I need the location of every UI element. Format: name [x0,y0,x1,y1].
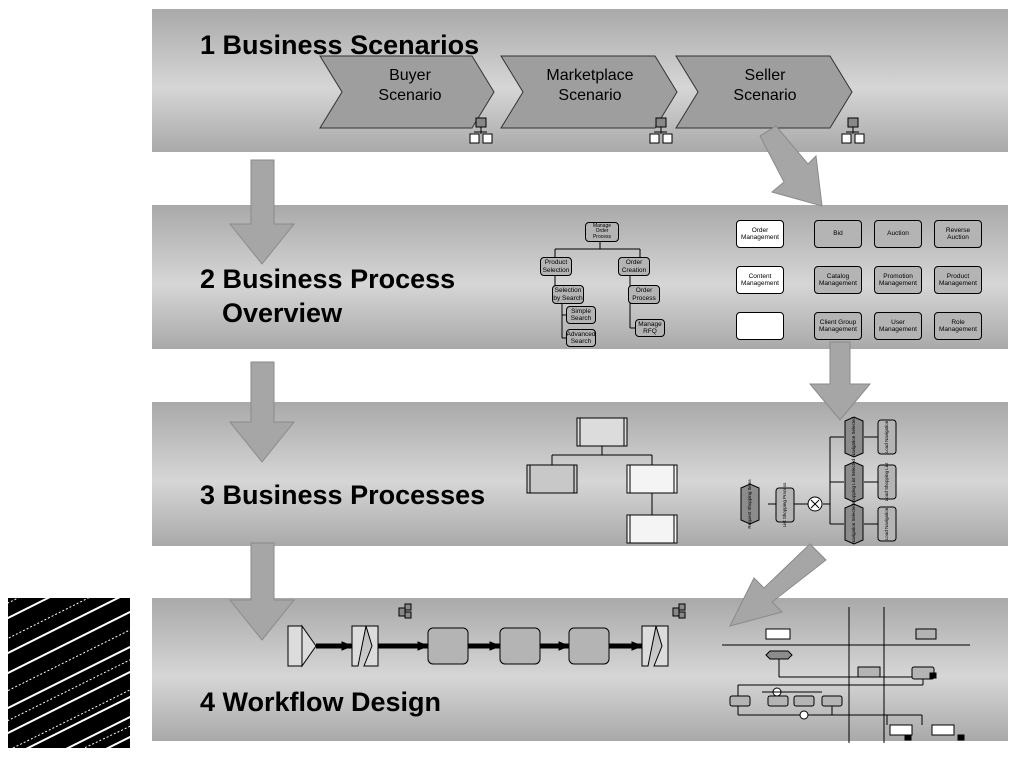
grid-reverse-auction: Reverse Auction [934,220,982,248]
tree-node-manage-rfq: Manage RFQ [635,319,665,337]
grid-content-management: Content Management [736,266,784,294]
svg-text:Navigation Selected: Navigation Selected [851,416,856,457]
grid-auction: Auction [874,220,922,248]
tree-node-advanced-search: Advanced Search [566,329,596,347]
svg-text:Load Navigation: Load Navigation [884,420,889,453]
band-3-title: 3 Business Processes [200,480,486,510]
hierarchy-icon [469,117,493,144]
epc-event-start-label: Request Shopping Items [747,479,752,529]
arrow-processes-to-workflow [729,543,827,627]
band-4-title: 4 Workflow Design [200,687,442,717]
tree-node-order-creation: Order Creation [618,257,650,276]
workflow-chain [287,603,686,668]
grid-order-management: Order Management [736,220,784,248]
epc-diagram: Request Shopping Items List Shopping Pro… [740,416,897,545]
hierarchy-icons [469,117,865,144]
down-arrow-1 [228,159,296,265]
scenario-chevrons [319,55,853,129]
tree-node-simple-search: Simple Search [566,306,596,324]
marketplace-chevron [500,55,678,129]
tree-node-selection-by-search: Selection by Search [552,285,584,304]
texture-thumbnail-image [8,598,130,748]
epc-event-start [740,483,760,525]
hierarchy-icon [649,117,673,144]
band-2-title: 2 Business Process Overview [200,264,456,328]
grid-user-management: User Management [874,312,922,340]
epc-function-main [775,487,795,523]
process-hierarchy-diagram [526,417,678,544]
left-flow-arrows [228,159,296,641]
seller-chevron [675,55,853,129]
svg-text:Navigation Selected: Navigation Selected [851,503,856,544]
svg-text:Shopping List Selected: Shopping List Selected [851,458,856,505]
down-arrow-3 [228,542,296,641]
grid-product-management: Product Management [934,266,982,294]
svg-text:Load Navigation: Load Navigation [884,507,889,540]
grid-bid: Bid [814,220,862,248]
arrow-overview-to-processes [808,341,872,421]
grid-client-group-management: Client Group Management [814,312,862,340]
band-business-process-overview [152,205,1008,349]
swimlane-workflow [722,607,970,743]
tree-node-root: Manage Order Process [585,222,619,242]
epc-function-main-label: List Shopping Process [782,482,787,528]
hierarchy-icon [841,117,865,144]
grid-role-management: Role Management [934,312,982,340]
arrow-seller-to-overview [759,125,823,207]
buyer-chevron [319,55,495,129]
grid-promotion-management: Promotion Management [874,266,922,294]
svg-text:Load Shopping List: Load Shopping List [884,462,889,501]
grid-empty [736,312,784,340]
grid-catalog-management: Catalog Management [814,266,862,294]
band-1-title: 1 Business Scenarios [200,30,480,60]
down-arrow-2 [228,361,296,463]
tree-node-product-selection: Product Selection [540,257,572,276]
band-2-background [152,205,1008,349]
tree-node-order-process: Order Process [628,285,660,304]
